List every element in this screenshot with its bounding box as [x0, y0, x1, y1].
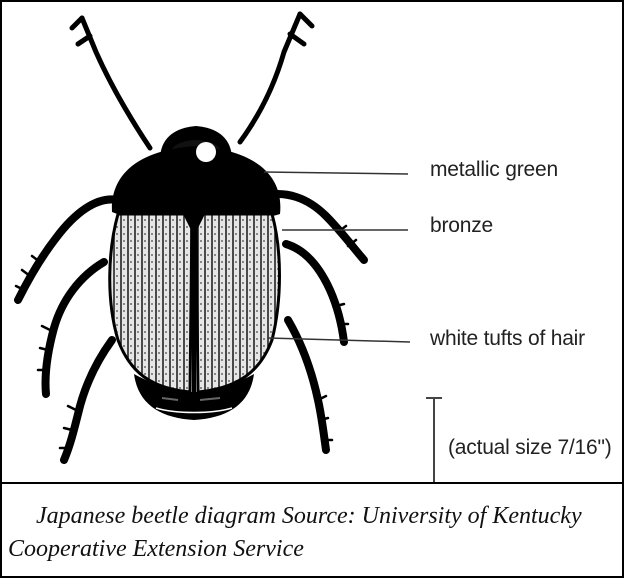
caption-divider [0, 482, 624, 484]
label-actual-size: (actual size 7/16") [448, 436, 612, 460]
label-metallic-green: metallic green [430, 158, 558, 182]
label-white-tufts: white tufts of hair [430, 327, 585, 351]
label-bronze: bronze [430, 214, 493, 238]
beetle-pronotum [112, 142, 280, 218]
beetle-diagram [0, 0, 624, 482]
size-scale-bar [426, 398, 442, 482]
figure-caption: Japanese beetle diagram Source: Universi… [8, 500, 608, 566]
beetle-elytra [110, 214, 280, 392]
